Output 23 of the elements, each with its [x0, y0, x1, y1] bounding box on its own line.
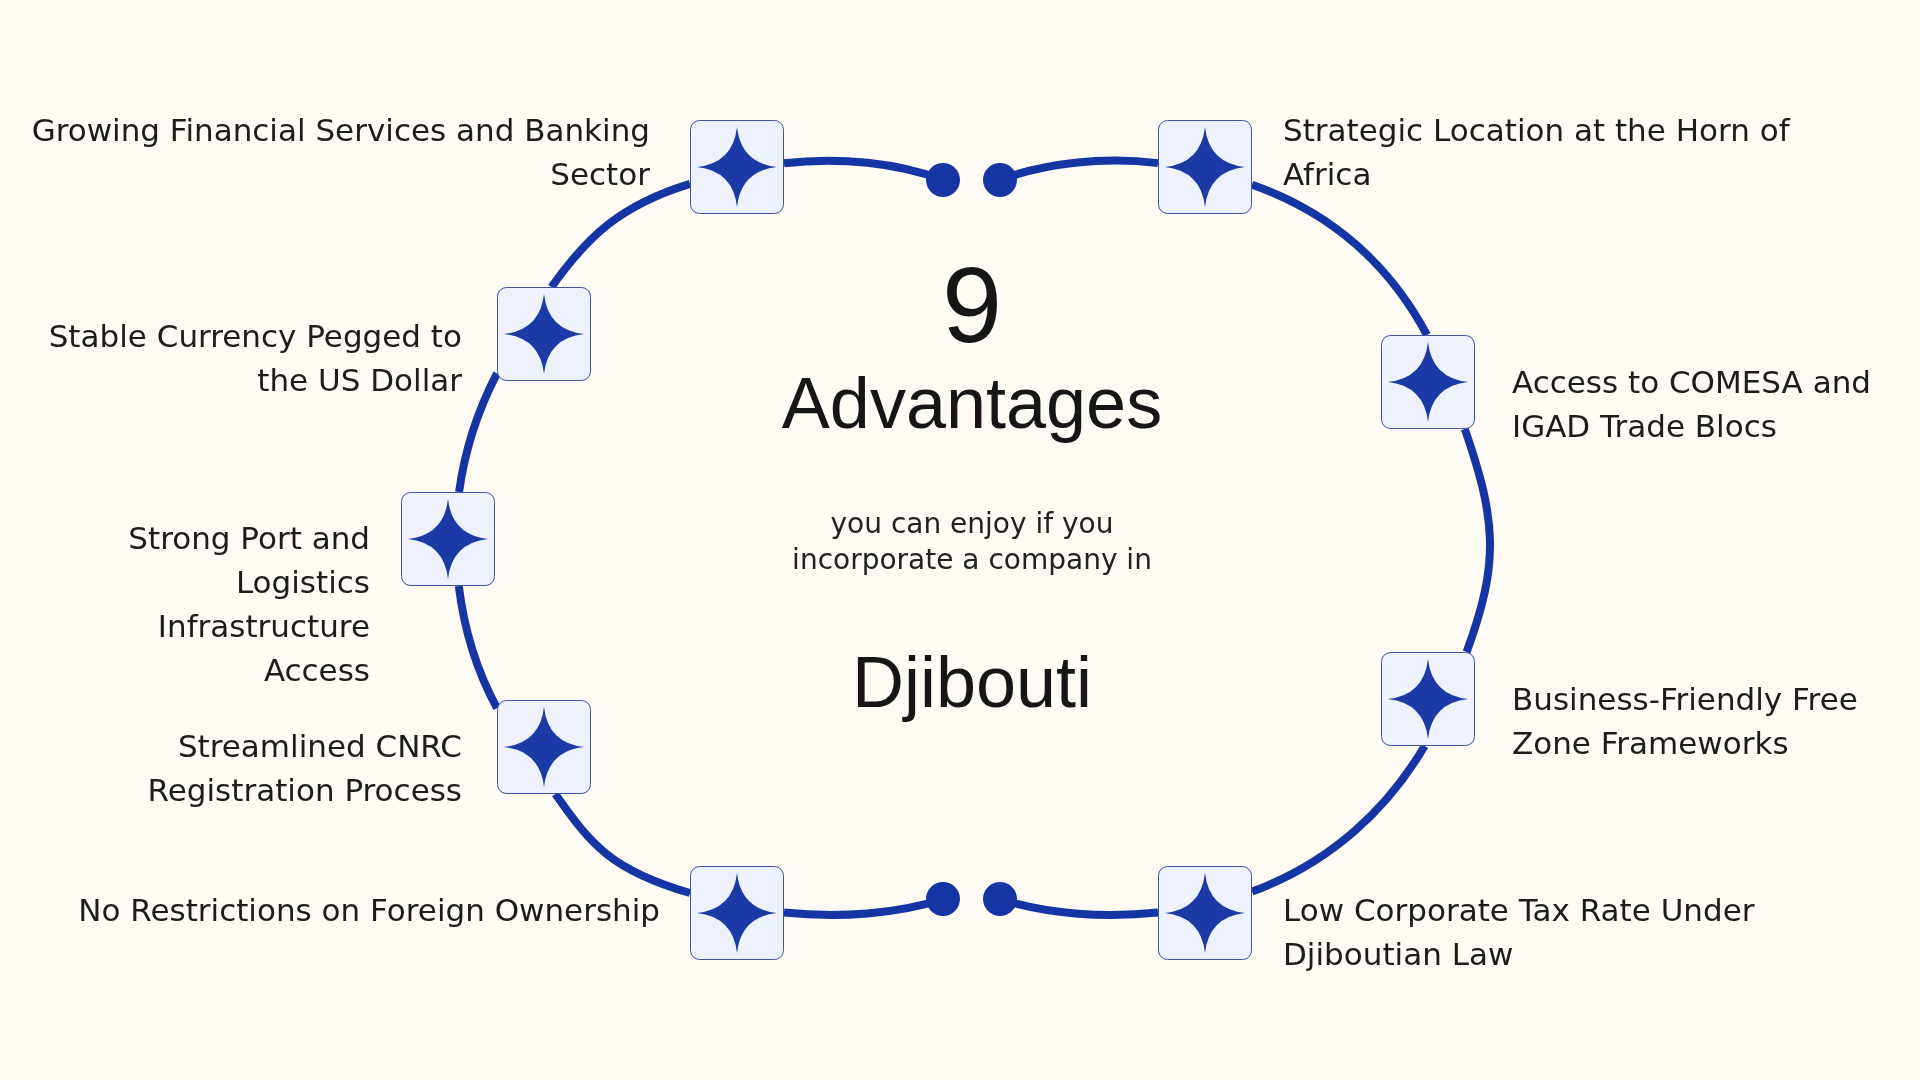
ring-arc [983, 882, 1159, 919]
ring-arc [455, 371, 501, 493]
advantage-text: Low Corporate Tax Rate Under Djiboutian Law [1283, 891, 1756, 974]
ring-arc [548, 180, 692, 290]
advantage-text: Stable Currency Pegged to the US Dollar [47, 317, 462, 400]
heading: 9 Advantages [780, 262, 1164, 445]
ring-arc [454, 585, 501, 710]
ring-arc [783, 882, 960, 919]
advantage-text: Streamlined CNRC Registration Process [146, 727, 462, 810]
ring-arc [552, 791, 692, 897]
advantage-text: Business-Friendly Free Zone Frameworks [1512, 680, 1859, 763]
advantage-text: No Restrictions on Foreign Ownership [77, 891, 660, 930]
advantage-text: Strategic Location at the Horn of Africa [1283, 111, 1792, 194]
ring-arc [1250, 743, 1428, 896]
ring-arc [1461, 427, 1494, 654]
country-heading: Djibouti [850, 641, 1094, 724]
tagline: you can enjoy if you incorporate a company in [791, 506, 1153, 578]
advantage-text: Access to COMESA and IGAD Trade Blocs [1512, 363, 1872, 446]
advantage-text: Growing Financial Services and Banking Sector [30, 111, 650, 194]
ring-arc [1250, 181, 1431, 337]
advantage-text: Strong Port and Logistics Infrastructure Access [127, 519, 370, 690]
ring-arc [783, 156, 960, 197]
ring-arc [983, 156, 1159, 197]
